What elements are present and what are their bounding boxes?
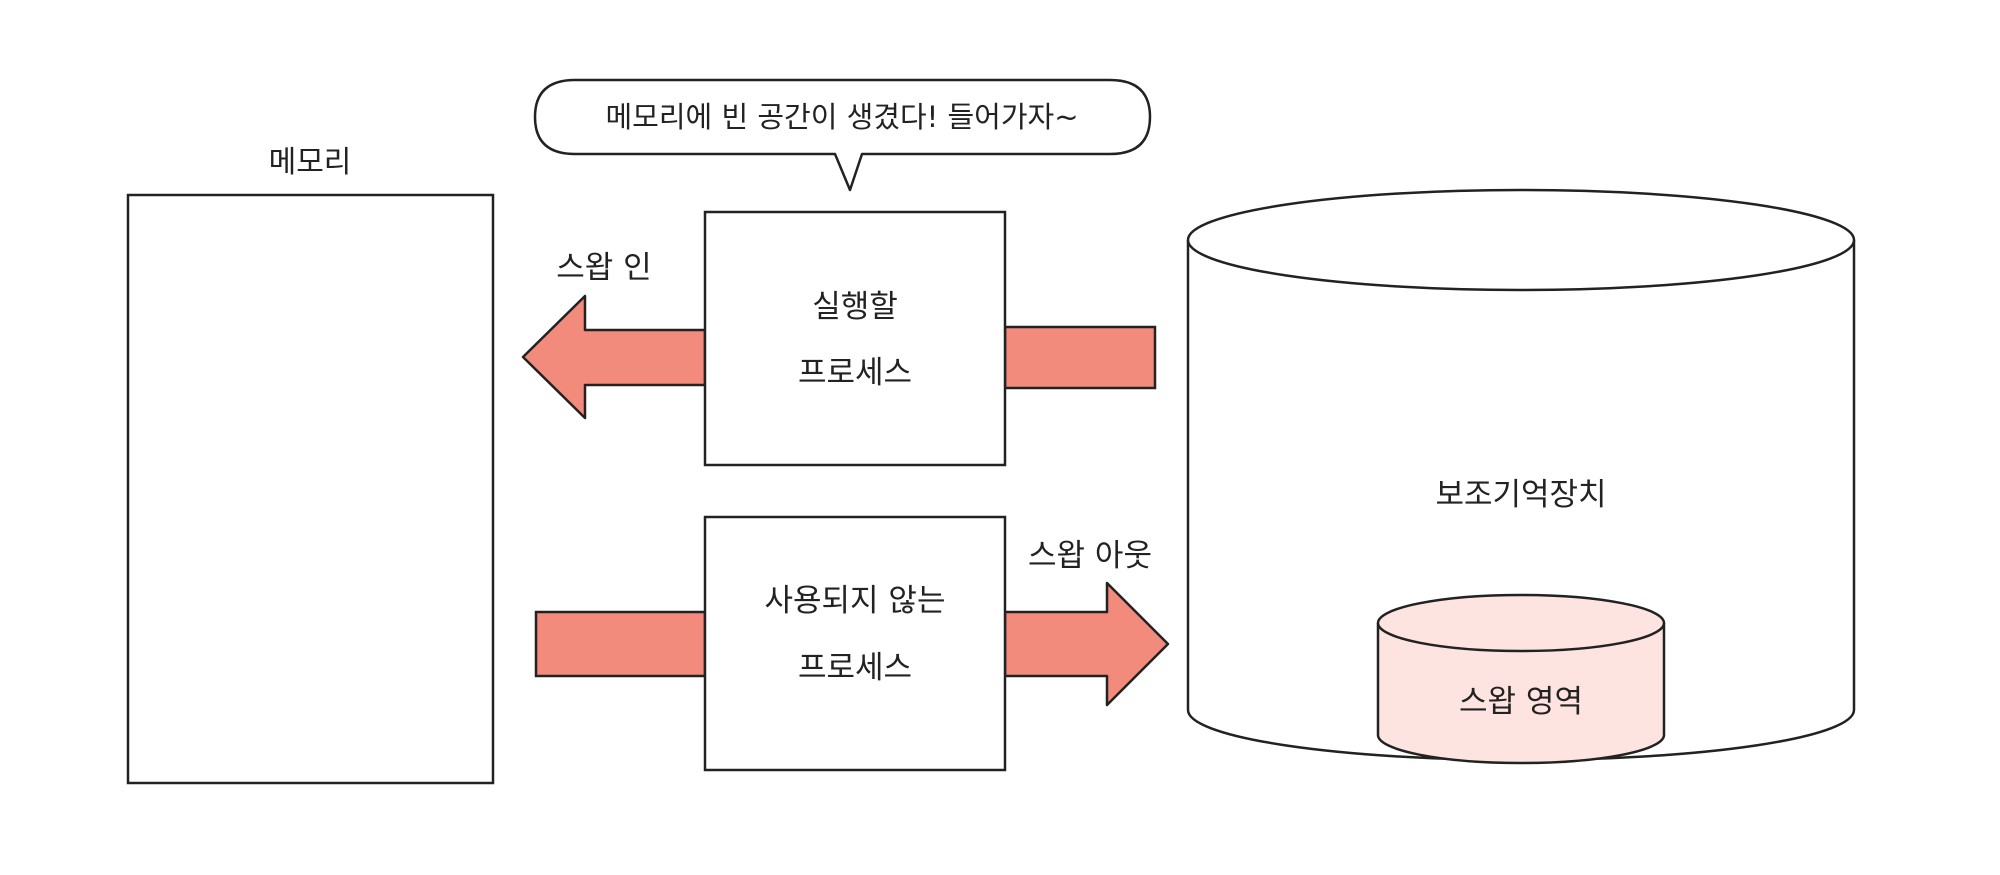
swap-out-arrow-head bbox=[1003, 581, 1170, 707]
memory-box bbox=[126, 193, 495, 785]
process-to-run-line2: 프로세스 bbox=[798, 355, 912, 391]
memory-label: 메모리 bbox=[269, 145, 352, 180]
swap-out-label: 스왑 아웃 bbox=[1028, 538, 1152, 574]
unused-process-box bbox=[703, 515, 1007, 772]
process-to-run-box bbox=[703, 210, 1007, 467]
secondary-storage-label: 보조기억장치 bbox=[1435, 477, 1606, 513]
swap-area-label: 스왑 영역 bbox=[1459, 684, 1583, 720]
unused-process-line1: 사용되지 않는 bbox=[765, 583, 946, 619]
swap-out-arrow-tail bbox=[534, 610, 707, 678]
speech-bubble: 메모리에 빈 공간이 생겼다! 들어가자~ bbox=[533, 78, 1152, 192]
process-to-run-line1: 실행할 bbox=[812, 289, 898, 325]
swap-in-arrow-head bbox=[521, 294, 707, 420]
speech-bubble-text: 메모리에 빈 공간이 생겼다! 들어가자~ bbox=[606, 100, 1079, 134]
secondary-storage-cylinder bbox=[1186, 188, 1856, 762]
swap-area-top bbox=[1376, 593, 1666, 653]
swap-in-arrow-tail bbox=[1003, 325, 1157, 390]
storage-cylinder-top bbox=[1186, 188, 1856, 292]
unused-process-line2: 프로세스 bbox=[798, 650, 912, 686]
swap-in-label: 스왑 인 bbox=[556, 250, 651, 286]
swap-area-body bbox=[1376, 623, 1666, 765]
speech-bubble-shape bbox=[533, 78, 1152, 192]
swap-area-cylinder bbox=[1376, 593, 1666, 765]
